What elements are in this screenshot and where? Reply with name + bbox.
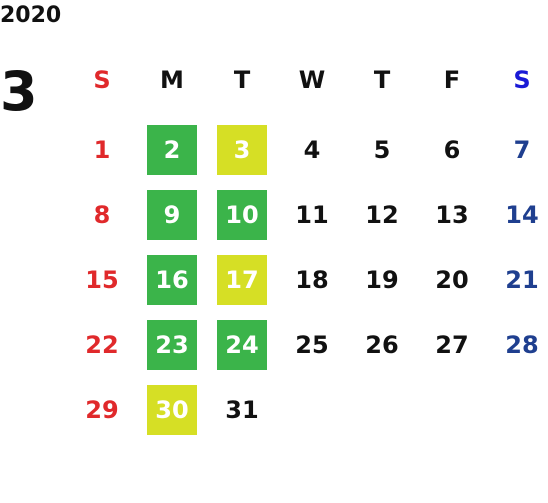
day-cell-17[interactable]: 17	[217, 255, 267, 305]
day-cell-5[interactable]: 5	[373, 136, 391, 164]
day-cell-27[interactable]: 27	[435, 331, 469, 359]
day-cell-4[interactable]: 4	[303, 136, 321, 164]
weekday-header-sun: S	[93, 66, 111, 94]
day-cell-1[interactable]: 1	[93, 136, 111, 164]
day-cell-13[interactable]: 13	[435, 201, 469, 229]
day-cell-7[interactable]: 7	[513, 136, 531, 164]
day-cell-24[interactable]: 24	[217, 320, 267, 370]
day-cell-10[interactable]: 10	[217, 190, 267, 240]
day-cell-9[interactable]: 9	[147, 190, 197, 240]
day-cell-19[interactable]: 19	[365, 266, 399, 294]
day-cell-2[interactable]: 2	[147, 125, 197, 175]
day-cell-29[interactable]: 29	[85, 396, 119, 424]
day-cell-31[interactable]: 31	[225, 396, 259, 424]
day-cell-12[interactable]: 12	[365, 201, 399, 229]
year-label: 2020	[0, 3, 62, 28]
day-cell-8[interactable]: 8	[93, 201, 111, 229]
day-cell-18[interactable]: 18	[295, 266, 329, 294]
day-cell-11[interactable]: 11	[295, 201, 329, 229]
day-cell-3[interactable]: 3	[217, 125, 267, 175]
weekday-header-fri: F	[443, 66, 461, 94]
day-cell-28[interactable]: 28	[505, 331, 539, 359]
day-cell-30[interactable]: 30	[147, 385, 197, 435]
day-cell-22[interactable]: 22	[85, 331, 119, 359]
day-cell-26[interactable]: 26	[365, 331, 399, 359]
day-cell-25[interactable]: 25	[295, 331, 329, 359]
day-cell-6[interactable]: 6	[443, 136, 461, 164]
month-label: 3	[0, 60, 38, 123]
day-cell-20[interactable]: 20	[435, 266, 469, 294]
weekday-header-mon: M	[160, 66, 184, 94]
day-cell-15[interactable]: 15	[85, 266, 119, 294]
weekday-header-tue: T	[233, 66, 251, 94]
weekday-header-wed: W	[298, 66, 326, 94]
day-cell-21[interactable]: 21	[505, 266, 539, 294]
day-cell-14[interactable]: 14	[505, 201, 539, 229]
weekday-header-thu: T	[373, 66, 391, 94]
day-cell-23[interactable]: 23	[147, 320, 197, 370]
day-cell-16[interactable]: 16	[147, 255, 197, 305]
weekday-header-sat: S	[513, 66, 531, 94]
